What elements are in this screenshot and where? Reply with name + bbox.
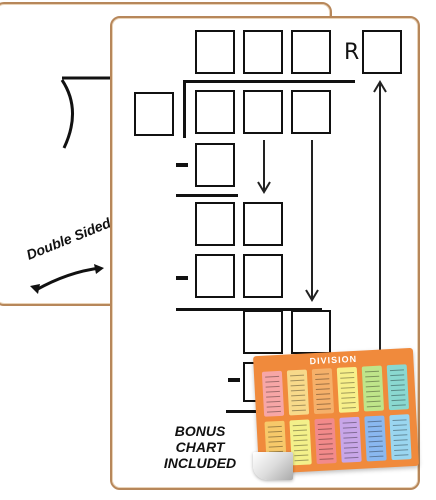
difference-box-3	[243, 310, 283, 354]
chart-table-cell	[314, 418, 337, 465]
chart-table-cell	[386, 364, 410, 411]
subtract-box-2	[195, 254, 235, 298]
subtract-box-1	[195, 143, 235, 187]
chart-table-cell	[364, 415, 387, 462]
difference-box-2	[243, 202, 283, 246]
minus-sign-1	[176, 163, 188, 167]
dividend-box-1	[195, 90, 235, 134]
bonus-line-3: INCLUDED	[163, 455, 237, 471]
chart-table-cell	[339, 416, 362, 463]
page-curl	[253, 452, 293, 480]
dividend-box-2	[243, 90, 283, 134]
chart-table-cell	[311, 368, 335, 415]
chart-table-cell	[361, 365, 385, 412]
bonus-chart-label: BONUS CHART INCLUDED	[150, 423, 250, 471]
minus-sign-3	[228, 378, 240, 382]
division-bar	[183, 80, 355, 83]
bonus-line-2: CHART	[175, 439, 225, 455]
difference-box-1	[195, 202, 235, 246]
chart-table-cell	[336, 366, 360, 413]
remainder-label: R	[344, 40, 360, 65]
divisor-box	[134, 92, 174, 136]
quotient-box-2	[243, 30, 283, 74]
chart-table-cell	[389, 414, 412, 461]
bonus-line-1: BONUS	[174, 423, 226, 439]
minus-sign-2	[176, 276, 188, 280]
chart-table-cell	[286, 369, 310, 416]
chart-table-cell	[261, 370, 285, 417]
dividend-box-3	[291, 90, 331, 134]
quotient-box-3	[291, 30, 331, 74]
division-bracket	[183, 80, 186, 138]
subtraction-line-1	[176, 194, 238, 197]
curved-double-arrow-icon	[30, 264, 104, 294]
subtract-box-3	[243, 254, 283, 298]
difference-box-4	[291, 310, 331, 354]
subtraction-line-2	[176, 308, 322, 311]
quotient-box-1	[195, 30, 235, 74]
remainder-box	[362, 30, 402, 74]
